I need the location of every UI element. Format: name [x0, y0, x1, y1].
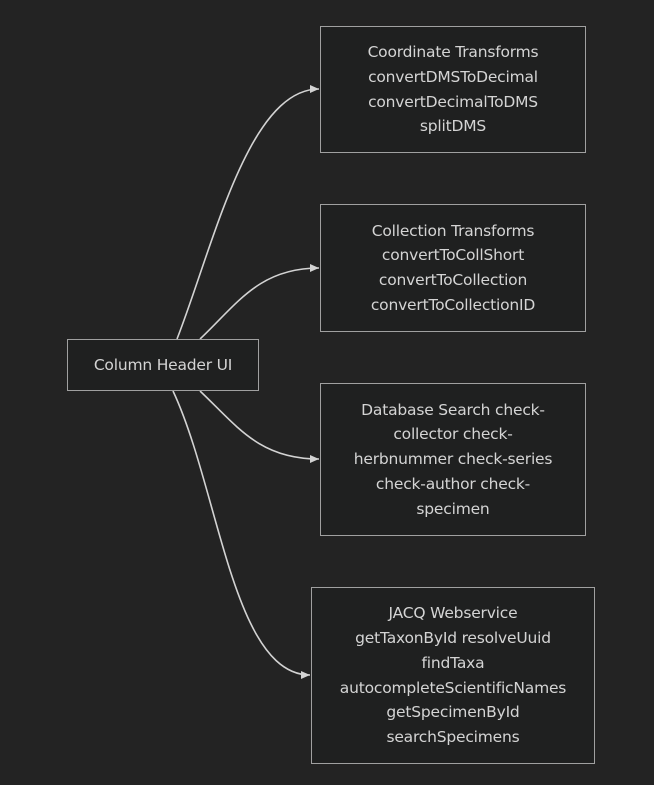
node-title: JACQ Webservice: [388, 604, 518, 623]
node-line: autocompleteScientificNames: [339, 678, 567, 697]
node-database-search: Database Search check- collector check- …: [320, 383, 586, 536]
edge-to-jacq-webservice: [172, 390, 311, 679]
node-line: searchSpecimens: [386, 727, 520, 746]
node-line: findTaxa: [421, 653, 485, 672]
node-line: splitDMS: [419, 117, 487, 136]
node-line: convertToCollection: [378, 271, 528, 289]
node-title: Collection Transforms: [371, 221, 535, 240]
node-title: Coordinate Transforms: [367, 43, 539, 62]
edge-to-database-search: [199, 390, 320, 463]
node-line: getSpecimenById: [386, 703, 520, 722]
node-coordinate-transforms: Coordinate Transforms convertDMSToDecima…: [320, 26, 586, 153]
node-line: specimen: [416, 499, 490, 518]
node-column-header-ui: Column Header UI: [67, 339, 259, 391]
node-line: convertToCollShort: [381, 246, 525, 265]
edge-to-collection-transforms: [199, 264, 320, 340]
node-line: convertDecimalToDMS: [368, 92, 538, 111]
node-line: convertDMSToDecimal: [368, 67, 538, 86]
node-line: collector check-: [393, 425, 513, 444]
node-jacq-webservice: JACQ Webservice getTaxonById resolveUuid…: [311, 587, 595, 764]
node-line: herbnummer check-series: [353, 450, 553, 469]
node-collection-transforms: Collection Transforms convertToCollShort…: [320, 204, 586, 332]
edge-to-coordinate-transforms: [176, 85, 320, 340]
node-line: getTaxonById resolveUuid: [355, 629, 551, 648]
node-label: Column Header UI: [93, 355, 233, 374]
node-title: Database Search check-: [361, 400, 545, 419]
node-line: check-author check-: [375, 474, 531, 493]
node-line: convertToCollectionID: [370, 295, 536, 314]
